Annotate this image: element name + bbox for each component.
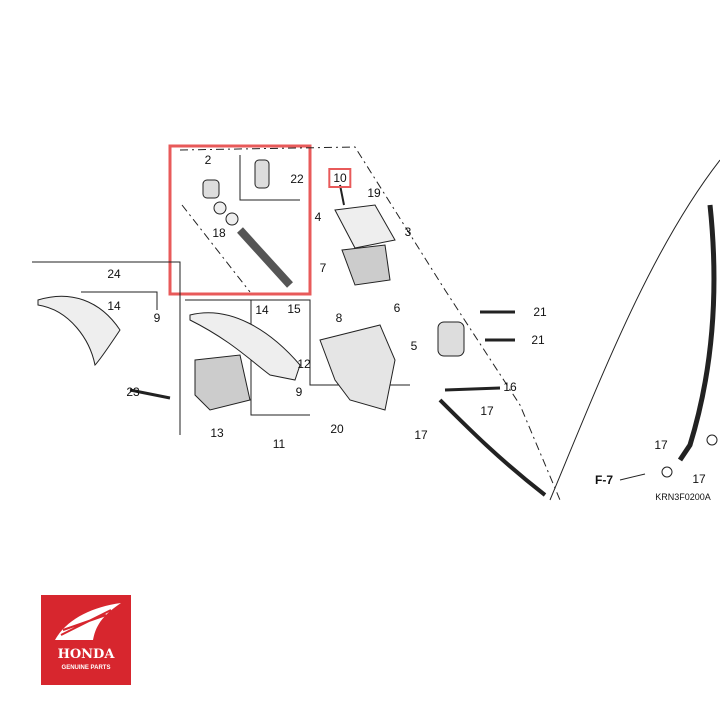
master-cylinder: [319, 310, 515, 411]
callout-20: 20: [330, 422, 344, 436]
wing-icon: [55, 603, 121, 640]
logo-brand: HONDA: [57, 647, 115, 662]
group-outline-24: [32, 261, 181, 435]
group-outline-22: [239, 155, 300, 201]
callout-7: 7: [319, 261, 327, 275]
callout-9: 9: [295, 385, 303, 399]
callout-17: 17: [480, 404, 494, 418]
callout-19: 19: [367, 186, 381, 200]
callout-14: 14: [255, 303, 269, 317]
callout-2: 2: [204, 153, 212, 167]
callout-14: 14: [107, 299, 121, 313]
callout-22: 22: [290, 172, 304, 186]
group-outline-3: [179, 146, 561, 501]
callout-21: 21: [533, 305, 547, 319]
callout-17: 17: [654, 438, 668, 452]
callout-23: 23: [126, 385, 140, 399]
callout-3: 3: [404, 225, 412, 239]
callout-12: 12: [297, 357, 311, 371]
callout-17: 17: [692, 472, 706, 486]
brake-levers: [37, 295, 301, 411]
callout-8: 8: [335, 311, 343, 325]
reservoir: [334, 184, 396, 286]
diagram-code: KRN3F0200A: [655, 492, 711, 502]
reference-f7: F-7: [595, 473, 613, 487]
callout-4: 4: [314, 210, 322, 224]
callout-18: 18: [212, 226, 226, 240]
callout-21: 21: [531, 333, 545, 347]
callout-24: 24: [107, 267, 121, 281]
brake-hose: [438, 159, 720, 501]
honda-genuine-parts-logo: HONDA GENUINE PARTS: [41, 595, 131, 685]
bracket-24: [81, 291, 158, 310]
callout-9: 9: [153, 311, 161, 325]
piston-assembly: [202, 159, 293, 288]
callout-17: 17: [414, 428, 428, 442]
callout-6: 6: [393, 301, 401, 315]
highlight-box: [168, 144, 312, 296]
callout-10-highlighted: 10: [328, 168, 352, 188]
callout-13: 13: [210, 426, 224, 440]
callout-16: 16: [503, 380, 517, 394]
callout-11: 11: [272, 437, 286, 451]
callout-15: 15: [287, 302, 301, 316]
logo-subtitle: GENUINE PARTS: [61, 665, 111, 671]
callout-5: 5: [410, 339, 418, 353]
